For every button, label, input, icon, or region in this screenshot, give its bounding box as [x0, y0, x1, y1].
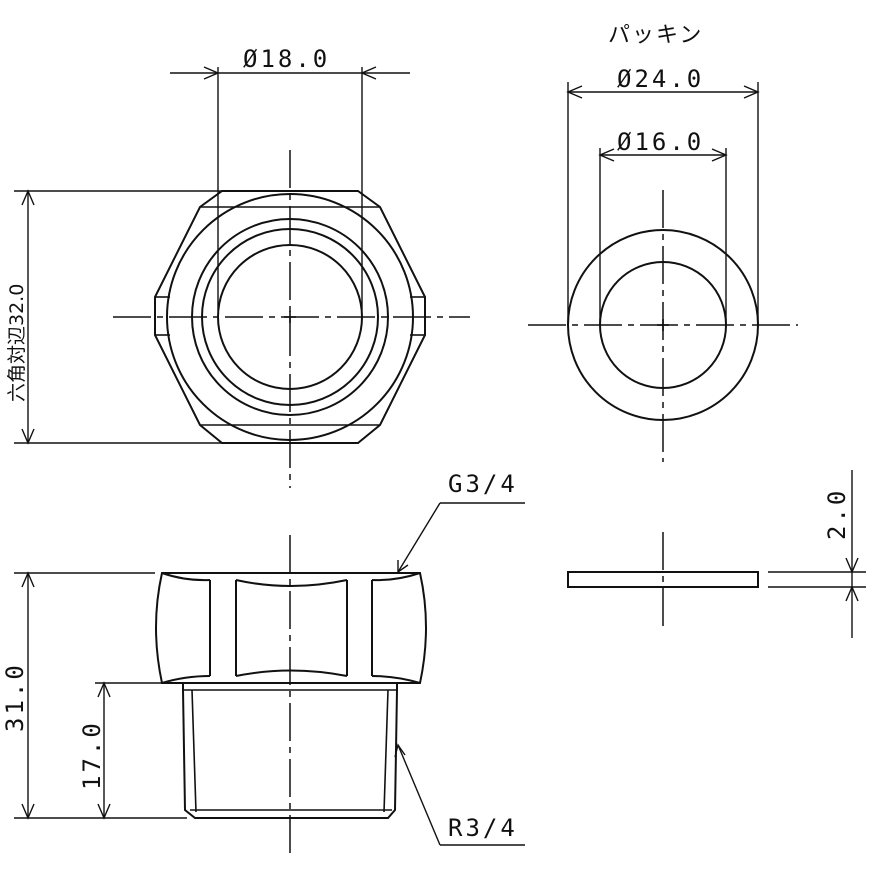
label-thread-bottom: R3/4 — [448, 814, 518, 842]
dim-height-thread: 17.0 — [78, 720, 106, 790]
side-view: G3/4 R3/4 31.0 17.0 — [1, 470, 525, 858]
hex-top-view: Ø18.0 六角対辺32.0 — [6, 45, 470, 488]
gasket-side — [567, 571, 759, 588]
dim-height-total: 31.0 — [1, 662, 29, 732]
dim-hex-across-flats: 六角対辺32.0 — [6, 284, 28, 402]
dim-dia-18: Ø18.0 — [243, 45, 330, 73]
dim-gasket-thickness: 2.0 — [823, 488, 851, 540]
label-thread-top: G3/4 — [448, 470, 518, 498]
dim-gasket-outer: Ø24.0 — [617, 65, 704, 93]
center-marks — [284, 311, 669, 331]
packing-view: パッキン Ø24.0 Ø16.0 2.0 — [528, 23, 866, 638]
thread-body-side — [182, 683, 398, 819]
packing-title: パッキン — [608, 23, 703, 48]
hex-body-side — [155, 572, 427, 684]
dim-gasket-inner: Ø16.0 — [617, 128, 704, 156]
